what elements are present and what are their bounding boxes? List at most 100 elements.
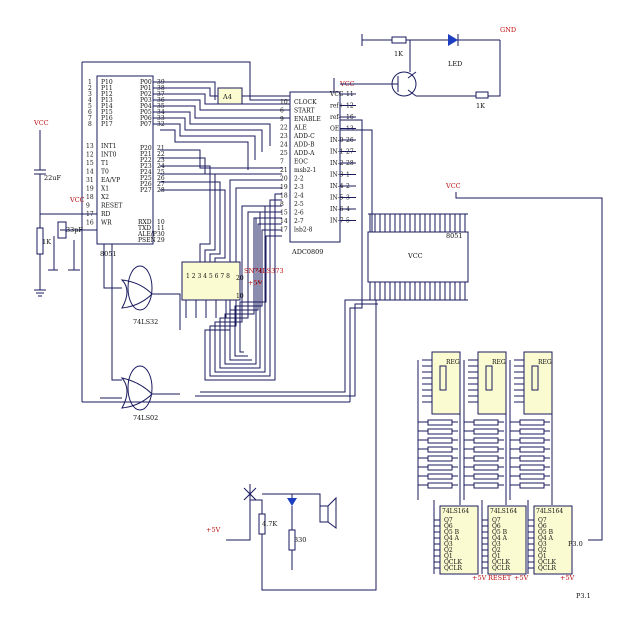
mcu-pin-num: 1: [88, 79, 92, 86]
adc-pin-label: 2-4: [294, 193, 304, 200]
mcu-ctl-num: 18: [86, 194, 94, 201]
counter-pin: Q6: [538, 523, 547, 530]
led-transistor-section: 1K LED GND 1K: [340, 26, 516, 110]
adc-pin-num: 14: [280, 218, 288, 225]
adc-pin-num: 15: [280, 210, 288, 217]
adc-right-wires: [340, 119, 373, 402]
counter-pin: Q2: [538, 547, 547, 554]
counter-pin: Q7: [538, 517, 547, 524]
counter-pin: Q5 B: [492, 529, 508, 536]
mcu-p2-num: 22: [157, 151, 165, 158]
adc-rpin-label: IN-2: [330, 160, 344, 167]
mcu-ctl-label: T1: [101, 160, 109, 167]
adc-pin-label: 2-2: [294, 176, 304, 183]
adc-name: ADC0809: [291, 248, 323, 256]
mcu-pin-label: P00: [140, 79, 152, 86]
svg-text:20: 20: [236, 275, 244, 282]
counter-body: [439, 505, 479, 575]
adc-pin-label: START: [294, 108, 315, 115]
buzzer-section: +5V 4.7K 330: [206, 300, 377, 591]
seven-seg-caption: REG: [446, 359, 460, 366]
mcu-ctlr-label: RXD: [138, 219, 152, 226]
mcu-wires: [81, 61, 350, 403]
counter-pin: Q5 B: [538, 529, 554, 536]
r-1k-right: 1K: [476, 102, 485, 110]
counter-pin: Q3: [538, 541, 547, 548]
counter-pin: QCLK: [444, 559, 462, 566]
adc-pin-label: 2-5: [294, 201, 304, 208]
gate1-label: 74LS32: [133, 318, 158, 326]
counter-label: 74LS164: [442, 508, 469, 515]
mcu-pin-label: P03: [140, 97, 152, 104]
a4-label: A4: [222, 93, 232, 101]
adc-pin-num: 18: [280, 193, 288, 200]
cap-reset: 33pF: [66, 226, 83, 234]
mcu-pin-label: P06: [140, 115, 152, 122]
mcu-p2-label: P20: [140, 145, 152, 152]
r-1k-left: 1K: [42, 238, 51, 246]
counter-pin: Q6: [492, 523, 501, 530]
counter-pin: Q2: [492, 547, 501, 554]
seven-seg-unit: REG: [463, 351, 507, 505]
mcu-pin-num: 6: [88, 109, 92, 116]
plus5-a: +5V: [472, 574, 487, 582]
counter-body: [533, 505, 573, 575]
mcu-ctl-num: 12: [86, 152, 94, 159]
counter-pin: Q4 A: [492, 535, 508, 542]
counter-pin: Q1: [444, 553, 453, 560]
mcu-pin-num: 2: [88, 85, 92, 92]
mcu-ctlr-label: ALE/P: [137, 231, 157, 238]
adc-rpin-label: ref-: [330, 114, 340, 121]
mcu-pin-num: 7: [88, 115, 92, 122]
adc-pin-num: 17: [280, 227, 288, 234]
mcu-ctl-label: EA/VP: [101, 177, 120, 184]
adc-pin-label: ADD-C: [293, 133, 315, 140]
mcu-ctlr-num: 29: [157, 237, 165, 244]
big-chip-vcc: VCC: [445, 182, 461, 190]
r-330: 330: [294, 536, 306, 544]
counter-pin: Q7: [444, 517, 453, 524]
adc-pin-num: 21: [280, 167, 288, 174]
mcu-ctlr-label: PSEN: [138, 237, 156, 244]
mcu-pin-label: P14: [101, 103, 113, 110]
r-47k: 4.7K: [262, 520, 277, 528]
vcc-left-label: VCC: [33, 119, 49, 127]
mcu-ctlr-num: 30: [157, 231, 165, 238]
plus5-b: +5V: [514, 574, 529, 582]
mcu-pin-num: 4: [88, 97, 92, 104]
mcu-p2-label: P24: [140, 169, 152, 176]
adc-rpin-label: VCC: [329, 91, 344, 98]
adc-rpin-label: IN-5: [330, 195, 344, 202]
mcu-p2-num: 23: [157, 157, 165, 164]
reset-label: RESET: [488, 574, 512, 582]
counter-label: 74LS164: [490, 508, 517, 515]
plus5-latch: +5V: [248, 279, 263, 287]
counter-pin: QCLK: [538, 559, 556, 566]
mcu-pin-num: 8: [88, 121, 92, 128]
gnd-label: GND: [500, 26, 516, 34]
svg-text:1 2 3 4 5 6 7 8: 1 2 3 4 5 6 7 8: [186, 273, 230, 280]
big-chip-body: [367, 231, 469, 283]
counter-pin: QCLR: [444, 565, 462, 572]
big-chip: VCC 8051 VCC: [367, 182, 603, 541]
counter-pin: Q5 B: [444, 529, 460, 536]
plus5-c: +5V: [560, 574, 575, 582]
mcu-ctlr-label: TXD: [138, 225, 151, 232]
adc-pin-num: 22: [280, 125, 288, 132]
adc-pin-label: ALE: [293, 125, 307, 132]
counter-pin: Q7: [492, 517, 501, 524]
big-chip-pinlabel: 8051: [446, 232, 463, 240]
mcu-pin-label: P17: [101, 121, 113, 128]
mcu-p2-label: P22: [140, 157, 152, 164]
mcu-pin-label: P10: [101, 79, 113, 86]
adc-pin-num: 6: [280, 108, 284, 115]
counter-pin: Q4 A: [538, 535, 554, 542]
led-label: LED: [448, 60, 462, 68]
adc-pin-label: ADD-B: [293, 142, 315, 149]
